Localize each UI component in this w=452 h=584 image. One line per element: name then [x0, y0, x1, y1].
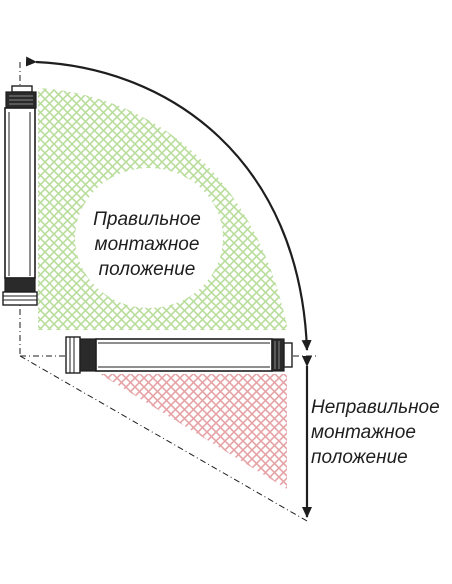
horizontal-pump	[65, 336, 293, 374]
correct-label-line-2: монтажное	[94, 234, 200, 255]
incorrect-label-line-2: монтажное	[311, 422, 416, 443]
incorrect-position-zone	[100, 374, 287, 489]
correct-label-line-1: Правильное	[93, 209, 201, 230]
diagonal-limit-dashed	[19, 355, 308, 522]
correct-position-label: Правильное монтажное положение	[82, 207, 212, 282]
correct-label-line-3: положение	[98, 259, 196, 280]
incorrect-label-line-1: Неправильное	[311, 397, 440, 418]
vertical-pump	[2, 85, 38, 306]
incorrect-position-label: Неправильное монтажное положение	[311, 395, 440, 470]
incorrect-label-line-3: положение	[311, 447, 408, 468]
correct-range-arc-arrow	[25, 56, 312, 351]
